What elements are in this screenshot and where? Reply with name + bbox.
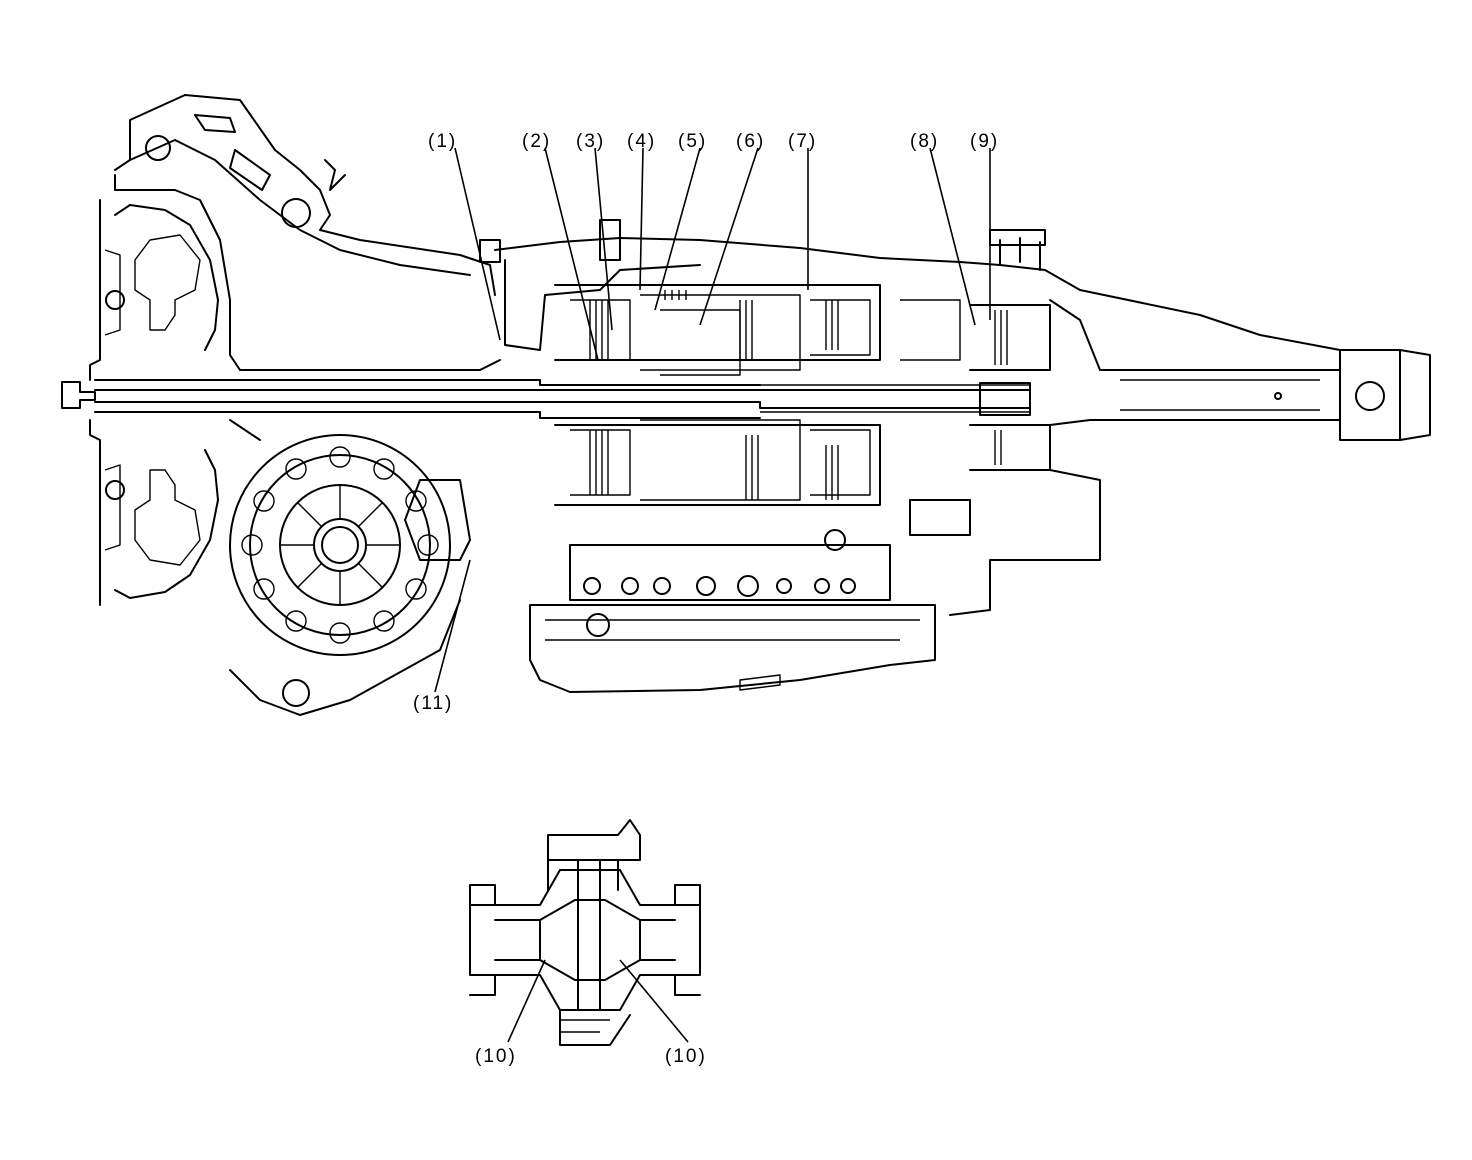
differential-ring-gear (229, 419, 471, 716)
callout-labels: (1) (2) (3) (4) (5) (6) (7) (8) (9) (11)… (413, 131, 999, 1067)
main-transmission-drawing (61, 94, 1431, 716)
callout-3: (3) (576, 131, 605, 152)
leader-lines (434, 147, 991, 1043)
callout-1: (1) (428, 131, 457, 152)
extension-housing (1099, 349, 1431, 441)
valve-body-oil-pan (529, 529, 936, 693)
callout-2: (2) (522, 131, 551, 152)
callout-7: (7) (788, 131, 817, 152)
main-shafts (61, 379, 1031, 419)
differential-detail-drawing (469, 819, 701, 1046)
lower-half (554, 419, 1341, 616)
callout-10-left: (10) (475, 1046, 517, 1067)
callout-4: (4) (627, 131, 656, 152)
callout-5: (5) (678, 131, 707, 152)
callout-8: (8) (910, 131, 939, 152)
torque-converter (89, 174, 501, 606)
mounting-bracket (114, 94, 496, 296)
callout-11: (11) (413, 693, 453, 714)
callout-9: (9) (970, 131, 999, 152)
callout-6: (6) (736, 131, 765, 152)
callout-10-right: (10) (665, 1046, 707, 1067)
